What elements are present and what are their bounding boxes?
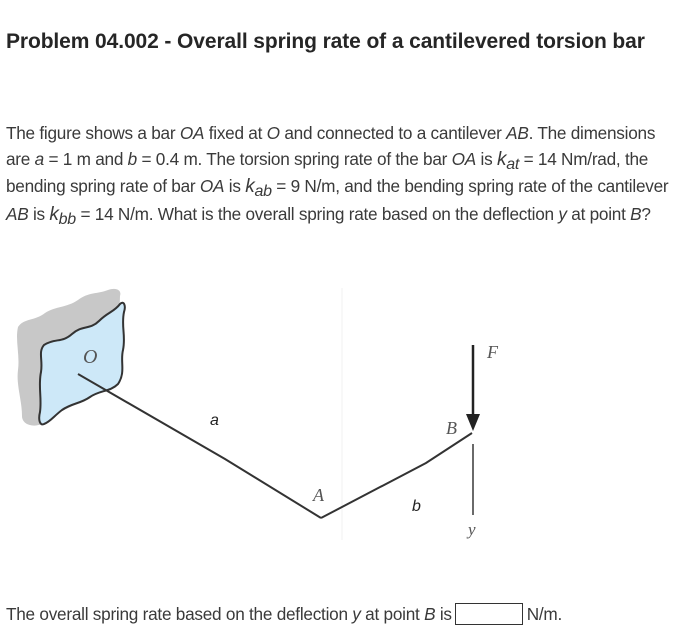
text: . The dimensions are [6,123,656,170]
page-title: Problem 04.002 - Overall spring rate of … [6,30,645,53]
spring-rate-answer-input[interactable] [454,603,523,625]
label-a: a [210,412,219,429]
var-y: y [558,203,567,224]
var-oa: OA [199,176,225,197]
answer-text: The overall spring rate based on the def… [6,603,353,624]
answer-text: at point [360,603,425,624]
force-arrow-icon [466,414,480,431]
text: fixed at [204,123,267,143]
text: is [476,149,497,170]
var-kat: kat [496,149,520,174]
text: is [224,176,246,197]
text: is [28,203,50,224]
text: ? [641,203,651,224]
label-b: b [412,498,421,515]
value-kat: = 14 Nm/rad, the bending spring rate of … [6,149,649,197]
var-kbb: kbb [49,203,76,228]
var-oa: OA [451,149,477,170]
answer-text: is [435,603,452,624]
value-kbb: = 14 N/m. What is the overall spring rat… [75,203,559,224]
torsion-bar-figure: O a A b B F y [0,280,560,545]
label-O: O [83,346,98,368]
text: at point [566,203,631,224]
value-b: = 0.4 m. The torsion spring rate of the … [136,149,452,170]
var-o: O [266,123,280,143]
answer-prompt: The overall spring rate based on the def… [6,603,562,625]
wall-face-icon [38,301,126,426]
label-F: F [487,342,498,362]
var-oa: OA [179,123,205,143]
var-y: y [352,603,361,624]
var-B: B [630,203,642,224]
answer-unit: N/m. [526,603,563,624]
var-ab: AB [6,203,29,224]
label-B: B [446,418,457,438]
value-kab: = 9 N/m, and the bending spring rate of … [271,176,669,197]
var-B: B [424,603,436,624]
label-A: A [313,485,324,505]
problem-statement: The figure shows a bar OA fixed at O and… [6,120,678,228]
diagram-graphic [17,288,480,540]
label-y: y [468,520,476,539]
var-b: b [127,149,138,170]
text: and connected to a cantilever [279,123,507,143]
var-ab: AB [506,123,529,143]
text: The figure shows a bar [6,123,180,143]
var-kab: kab [245,176,272,201]
var-a: a [34,149,45,170]
value-a: = 1 m and [43,149,128,170]
